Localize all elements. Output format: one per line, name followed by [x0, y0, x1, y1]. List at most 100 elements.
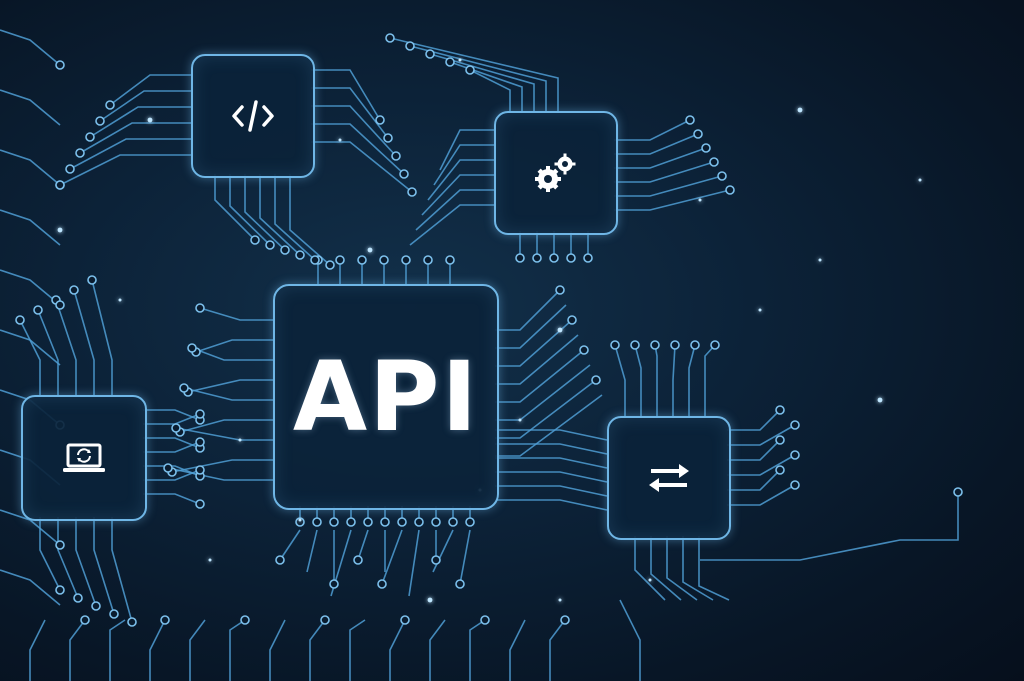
- trace-node: [375, 115, 385, 125]
- circuit-trace: [619, 599, 641, 681]
- circuit-trace: [0, 329, 61, 366]
- trace-node: [55, 180, 65, 190]
- sparkle: [338, 138, 342, 142]
- sparkle: [238, 438, 242, 442]
- sparkle: [648, 578, 652, 582]
- circuit-trace: [89, 106, 191, 138]
- trace-node: [399, 169, 409, 179]
- trace-node: [195, 303, 205, 313]
- circuit-trace: [269, 619, 286, 681]
- trace-node: [320, 615, 330, 625]
- api-label: API: [292, 341, 480, 453]
- trace-node: [775, 465, 785, 475]
- trace-node: [377, 579, 387, 589]
- circuit-trace: [495, 394, 603, 457]
- circuit-trace: [171, 459, 273, 473]
- circuit-trace: [654, 344, 658, 416]
- trace-node: [195, 499, 205, 509]
- circuit-trace: [432, 529, 454, 573]
- circuit-trace: [143, 493, 201, 505]
- circuit-trace: [495, 319, 573, 367]
- trace-node: [265, 240, 275, 250]
- trace-node: [127, 617, 137, 627]
- trace-node: [423, 255, 433, 265]
- trace-node: [383, 133, 393, 143]
- circuit-trace: [495, 379, 597, 439]
- circuit-trace: [614, 161, 715, 183]
- circuit-trace: [19, 319, 41, 395]
- trace-node: [310, 255, 320, 265]
- trace-node: [15, 315, 25, 325]
- trace-node: [391, 151, 401, 161]
- circuit-trace: [698, 536, 730, 601]
- trace-node: [790, 480, 800, 490]
- trace-node: [560, 615, 570, 625]
- sparkle: [818, 258, 822, 262]
- circuit-trace: [274, 174, 316, 261]
- circuit-trace: [727, 469, 781, 491]
- circuit-trace: [495, 364, 591, 421]
- gears-icon: [535, 153, 576, 192]
- circuit-trace: [143, 441, 201, 453]
- trace-node: [717, 171, 727, 181]
- circuit-trace: [409, 204, 494, 246]
- circuit-trace: [469, 619, 486, 681]
- trace-node: [312, 517, 322, 527]
- circuit-trace: [408, 529, 420, 597]
- trace-node: [790, 450, 800, 460]
- circuit-trace: [167, 467, 273, 481]
- trace-node: [55, 540, 65, 550]
- trace-node: [179, 383, 189, 393]
- circuit-trace: [634, 344, 642, 416]
- circuit-trace: [191, 347, 273, 361]
- circuit-trace: [429, 53, 535, 111]
- device-chip: [21, 395, 147, 521]
- circuit-trace: [409, 45, 547, 111]
- circuit-trace: [149, 619, 166, 681]
- circuit-trace: [495, 429, 608, 441]
- circuit-trace: [682, 536, 714, 601]
- circuit-trace: [357, 529, 369, 561]
- trace-node: [250, 235, 260, 245]
- circuit-trace: [650, 536, 682, 601]
- sparkle: [918, 178, 922, 182]
- trace-node: [335, 255, 345, 265]
- circuit-trace: [311, 87, 389, 139]
- trace-node: [87, 275, 97, 285]
- circuit-trace: [59, 154, 191, 186]
- trace-node: [407, 187, 417, 197]
- sparkle: [57, 227, 63, 233]
- settings-chip: [494, 111, 618, 235]
- circuit-trace: [0, 89, 61, 126]
- trace-node: [295, 250, 305, 260]
- circuit-trace: [109, 619, 126, 681]
- trace-node: [583, 253, 593, 263]
- sparkle: [698, 198, 702, 202]
- trace-node: [329, 579, 339, 589]
- circuit-trace: [183, 387, 273, 401]
- trace-node: [187, 343, 197, 353]
- trace-node: [670, 340, 680, 350]
- circuit-trace: [469, 69, 511, 111]
- circuit-trace: [214, 174, 256, 241]
- circuit-trace: [727, 409, 781, 431]
- circuit-trace: [39, 517, 61, 591]
- trace-node: [465, 517, 475, 527]
- laptop-sync-icon: [63, 443, 105, 472]
- code-icon: [232, 100, 274, 132]
- trace-node: [790, 420, 800, 430]
- sparkle: [558, 598, 562, 602]
- circuit-trace: [311, 69, 381, 121]
- trace-node: [448, 517, 458, 527]
- circuit-trace: [73, 289, 95, 395]
- trace-node: [465, 65, 475, 75]
- circuit-trace: [727, 484, 796, 506]
- circuit-trace: [614, 147, 707, 169]
- trace-node: [445, 255, 455, 265]
- circuit-trace: [306, 529, 318, 573]
- trace-node: [425, 49, 435, 59]
- circuit-trace: [0, 209, 61, 246]
- trace-node: [400, 615, 410, 625]
- trace-node: [445, 57, 455, 67]
